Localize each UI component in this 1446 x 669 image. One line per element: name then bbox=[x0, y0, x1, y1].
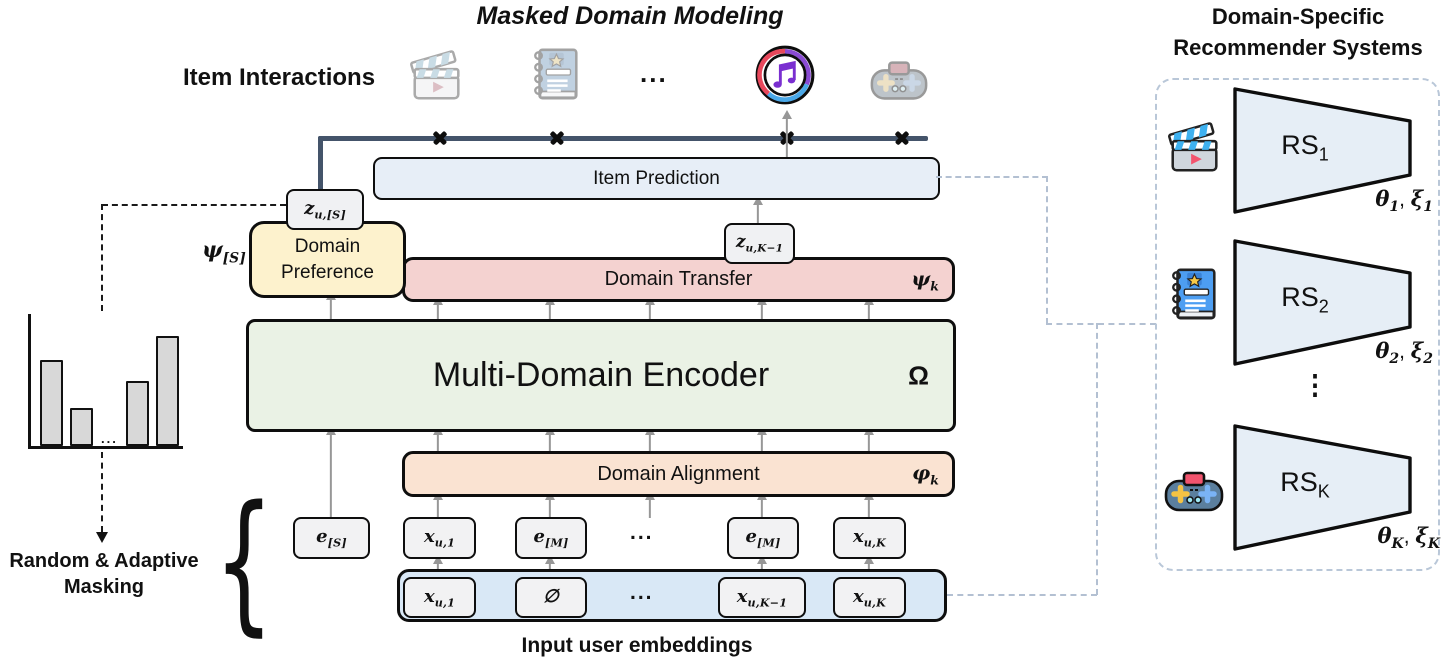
input-x-uk: xu,K bbox=[833, 577, 906, 618]
domain-transfer-box: Domain Transfer ψk bbox=[402, 257, 955, 302]
input-x-uk1: xu,K−1 bbox=[718, 577, 806, 618]
histogram-bar bbox=[40, 360, 63, 446]
histogram-bar bbox=[125, 381, 149, 446]
game-controller-icon bbox=[868, 50, 930, 117]
token-e-m2: e[M] bbox=[727, 517, 799, 559]
connector-dash bbox=[1046, 176, 1048, 324]
top-icons-ellipsis: ... bbox=[640, 58, 668, 88]
z-preference-latent: zu,[S] bbox=[286, 189, 364, 230]
rs2-trapezoid bbox=[1233, 239, 1412, 366]
rs1-trapezoid bbox=[1233, 87, 1412, 214]
token-x-u1: xu,1 bbox=[403, 517, 476, 559]
psi-s-param: ψ[S] bbox=[201, 237, 246, 267]
rs1-params: θ1, ξ1 bbox=[1375, 186, 1433, 216]
game-controller-icon bbox=[1162, 460, 1226, 529]
domain-alignment-box: Domain Alignment φk bbox=[402, 451, 955, 497]
interaction-line bbox=[318, 136, 928, 141]
histogram-ellipsis: ... bbox=[101, 431, 118, 446]
rs1-label: RS1 bbox=[1281, 130, 1329, 165]
token-x-uk: xu,K bbox=[833, 517, 906, 559]
connector-dash bbox=[1096, 323, 1098, 595]
domain-alignment-label: Domain Alignment bbox=[597, 462, 760, 485]
flow-arrow bbox=[780, 110, 793, 157]
masked-cross-icon bbox=[431, 129, 449, 147]
masking-histogram: ... bbox=[28, 314, 183, 449]
rs2-label: RS2 bbox=[1281, 282, 1329, 317]
omega-param: Ω bbox=[908, 360, 929, 390]
masking-label: Random & Adaptive Masking bbox=[9, 550, 199, 598]
systems-vertical-ellipsis: ⋮ bbox=[1301, 370, 1329, 400]
rsk-params: θK, ξK bbox=[1377, 523, 1440, 553]
input-caption: Input user embeddings bbox=[521, 634, 753, 657]
connector-dash bbox=[936, 176, 1048, 178]
domain-transfer-label: Domain Transfer bbox=[604, 268, 753, 290]
flow-arrow bbox=[751, 196, 764, 224]
input-x-u1: xu,1 bbox=[403, 577, 476, 618]
connector-dash bbox=[1046, 323, 1156, 325]
domain-preference-label-1: Domain bbox=[294, 236, 361, 258]
masked-cross-icon bbox=[548, 129, 566, 147]
music-note-icon bbox=[752, 42, 818, 113]
movie-clapperboard-icon bbox=[406, 44, 468, 111]
item-prediction-box: Item Prediction bbox=[373, 157, 940, 200]
histogram-bar bbox=[155, 336, 179, 446]
notebook-icon bbox=[524, 44, 586, 111]
token-row-ellipsis: ... bbox=[630, 521, 654, 544]
rsk-trapezoid bbox=[1233, 424, 1412, 551]
right-panel-title: Domain-Specific Recommender Systems bbox=[1173, 4, 1423, 60]
masked-cross-icon bbox=[893, 129, 911, 147]
histogram-bar bbox=[70, 408, 93, 446]
masking-brace: { bbox=[214, 473, 274, 650]
masking-dash-arrowhead bbox=[96, 532, 108, 543]
input-row-ellipsis: ... bbox=[630, 581, 654, 604]
notebook-icon bbox=[1162, 264, 1224, 331]
masking-dash-arrow bbox=[101, 452, 103, 532]
rs2-params: θ2, ξ2 bbox=[1375, 338, 1433, 368]
multi-domain-encoder-box: Multi-Domain Encoder Ω bbox=[246, 319, 956, 432]
token-e-m1: e[M] bbox=[515, 517, 587, 559]
item-interactions-label: Item Interactions bbox=[183, 64, 376, 91]
domain-preference-box: Domain Preference bbox=[249, 221, 406, 298]
rsk-label: RSK bbox=[1280, 467, 1330, 502]
masking-dash-line bbox=[102, 204, 286, 206]
item-prediction-label: Item Prediction bbox=[593, 167, 720, 189]
token-e-s: e[S] bbox=[293, 517, 370, 559]
recommender-systems-panel bbox=[1155, 78, 1440, 571]
page-title: Masked Domain Modeling bbox=[476, 2, 784, 30]
domain-preference-label-2: Preference bbox=[281, 261, 374, 283]
input-empty-set: ∅ bbox=[515, 577, 587, 618]
flow-arrow bbox=[324, 426, 337, 518]
movie-clapperboard-icon bbox=[1164, 116, 1226, 183]
interaction-line-elbow bbox=[318, 136, 323, 192]
z-k1-latent: zu,K−1 bbox=[724, 223, 795, 264]
histogram-bars: ... bbox=[40, 314, 181, 446]
masking-dash-line bbox=[101, 204, 103, 311]
phi-k-param: φk bbox=[912, 460, 939, 488]
connector-dash bbox=[947, 594, 1097, 596]
encoder-label: Multi-Domain Encoder bbox=[432, 356, 770, 394]
psi-k-param: ψk bbox=[911, 266, 939, 293]
